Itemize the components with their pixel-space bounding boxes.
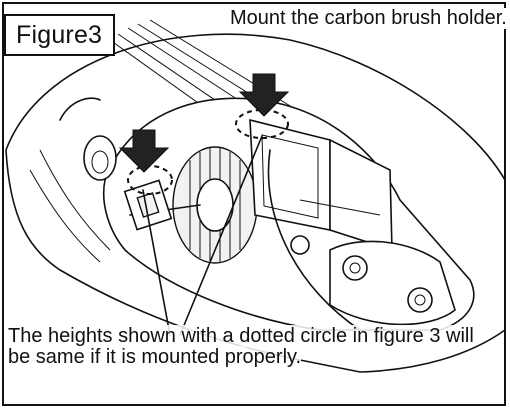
arrow-down-icon <box>238 73 290 117</box>
leader-line-left <box>142 189 171 336</box>
callout-heights-text: The heights shown with a dotted circle i… <box>8 325 474 368</box>
screw-boss <box>59 97 117 181</box>
end-mechanism <box>267 149 456 331</box>
leader-line-right <box>179 135 263 336</box>
figure-label: Figure3 <box>4 14 115 56</box>
callout-heights-note: The heights shown with a dotted circle i… <box>8 325 478 368</box>
brush-holder-right <box>249 118 393 252</box>
arrow-down-icon <box>118 129 170 173</box>
callout-mount-brush-holder: Mount the carbon brush holder. <box>230 8 510 29</box>
figure-border <box>2 2 506 406</box>
